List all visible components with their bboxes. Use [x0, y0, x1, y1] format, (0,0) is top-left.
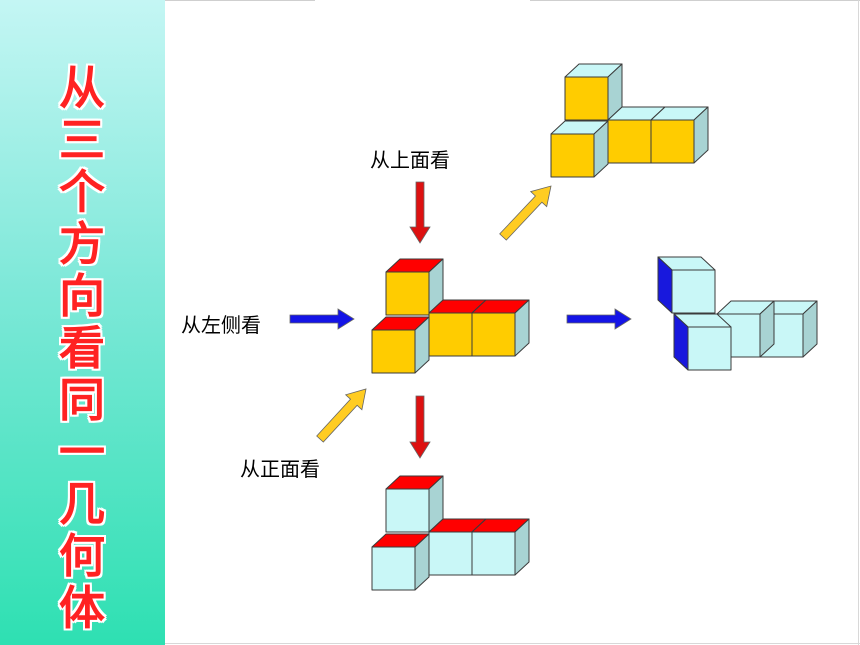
title-char: 从 [58, 61, 105, 115]
title-sidebar: 从 三 个 方 向 看 同 一 几 何 体 [0, 0, 165, 645]
frame-line [165, 643, 860, 644]
label-left-view: 从左侧看 [181, 313, 261, 337]
cube-front-face [385, 271, 430, 316]
left-view-cube-front [673, 313, 732, 371]
title-char: 三 [58, 113, 105, 167]
arrow-right-to-left-view [566, 308, 632, 330]
title-char: 体 [58, 581, 105, 635]
cube-front-face [650, 119, 695, 164]
arrow-down-from-top-label [409, 181, 431, 244]
frame-line [858, 0, 859, 645]
label-front-view: 从正面看 [240, 457, 320, 481]
title-char: 几 [58, 477, 105, 531]
arrows [289, 181, 632, 459]
arrow-right-from-left-label [289, 308, 355, 330]
title-char: 同 [58, 373, 105, 427]
main-solid-cube-front [371, 316, 430, 374]
title-char: 何 [58, 529, 105, 583]
front-view-cube-front [371, 533, 430, 591]
vertical-title: 从 三 个 方 向 看 同 一 几 何 体 [40, 61, 124, 635]
title-char: 个 [58, 165, 105, 219]
top-view-cube-front [550, 120, 609, 178]
cube-front-face [385, 488, 430, 533]
cubes [371, 63, 818, 591]
arrow-down-to-front-view [409, 395, 431, 459]
cube-front-face [687, 326, 732, 371]
cube-front-face [671, 269, 716, 314]
left-view-cube-upper [657, 256, 716, 314]
cube-front-face [428, 531, 473, 576]
cube-front-face [471, 312, 516, 357]
title-char: 一 [58, 425, 105, 479]
main-solid-cube-upper [385, 258, 444, 316]
cube-front-face [371, 329, 416, 374]
title-char: 向 [58, 269, 105, 323]
cube-front-face [471, 531, 516, 576]
label-top-view: 从上面看 [370, 148, 450, 172]
cube-front-face [550, 133, 595, 178]
title-char: 方 [58, 217, 105, 271]
cube-front-face [428, 312, 473, 357]
top-view-cube-upper [564, 63, 623, 121]
frame-line [530, 0, 860, 1]
cube-front-face [607, 119, 652, 164]
title-char: 看 [58, 321, 105, 375]
cube-front-face [371, 546, 416, 591]
main-solid-cube-right [471, 299, 530, 357]
front-view-cube-right [471, 518, 530, 576]
frame-line [165, 0, 315, 1]
arrow-diagonal-from-front-label [316, 388, 367, 443]
top-view-cube-right [650, 106, 709, 164]
front-view-cube-upper [385, 475, 444, 533]
cube-front-face [564, 76, 609, 121]
arrow-diagonal-to-top-view [499, 185, 552, 241]
